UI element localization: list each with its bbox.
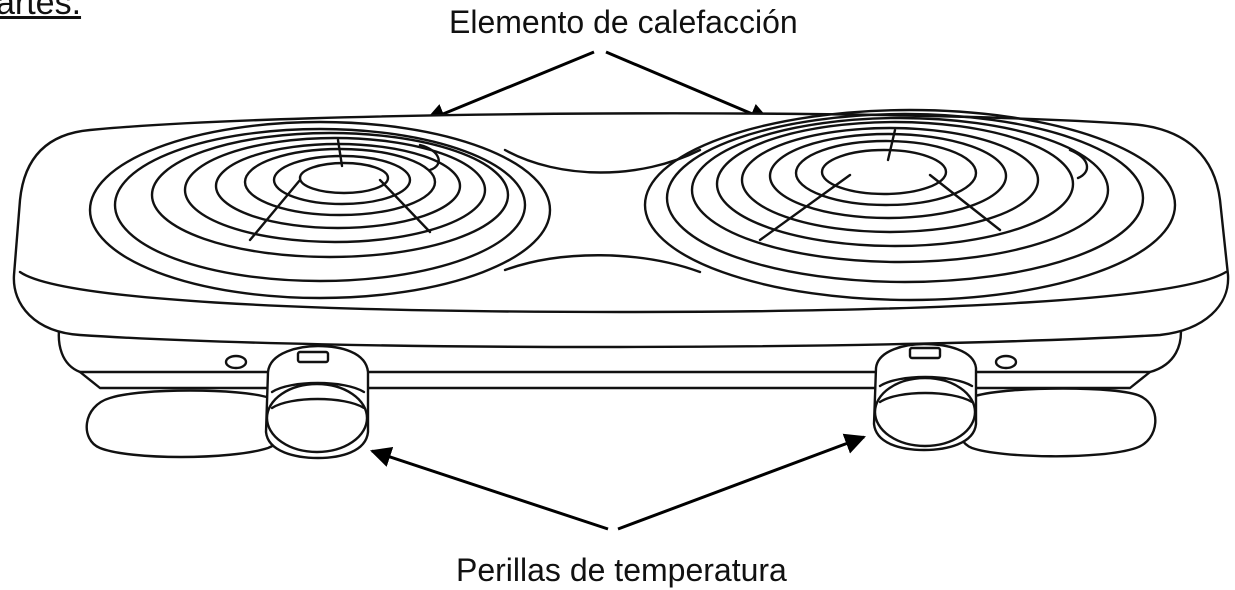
right-screw (994, 354, 1018, 370)
arrow-to-right-burner (605, 50, 771, 124)
left-screw (224, 354, 248, 370)
temperature-knobs-label: Perillas de temperatura (456, 552, 787, 588)
top-plate-rim (18, 270, 1228, 314)
arrow-to-left-knob (370, 446, 609, 531)
arrow-to-left-burner (424, 50, 595, 124)
heating-element-label: Elemento de calefacción (449, 4, 798, 40)
left-burner (88, 120, 552, 300)
heating-element-arrows (424, 50, 771, 124)
section-heading-fragment: artes. (0, 0, 82, 22)
temperature-knob-arrows (370, 433, 866, 531)
right-temperature-knob (872, 342, 978, 452)
left-foot (85, 389, 286, 459)
right-burner (643, 108, 1177, 302)
left-temperature-knob (264, 344, 370, 460)
arrow-to-right-knob (617, 433, 866, 531)
hot-plate-body (12, 108, 1230, 460)
top-plate (12, 112, 1230, 349)
right-foot (956, 387, 1157, 458)
